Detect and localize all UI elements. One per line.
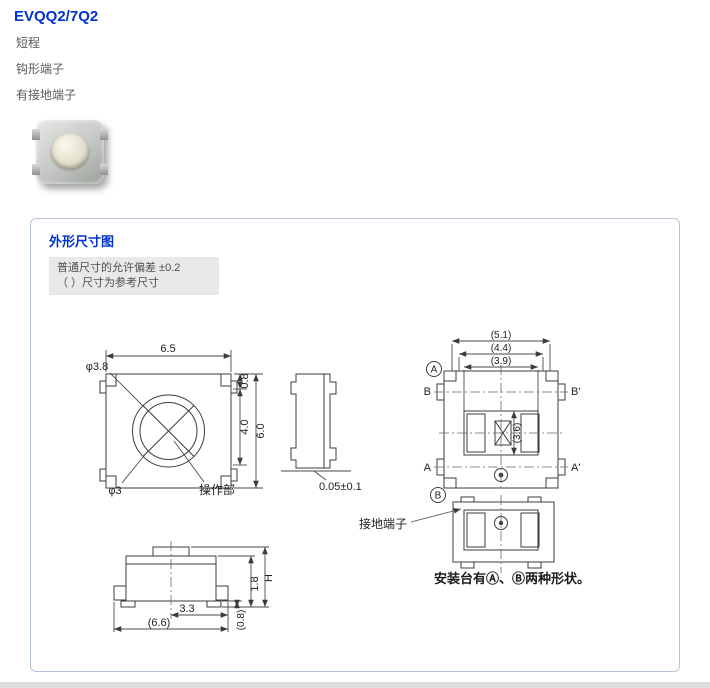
dim-height-inner: (3.6) [512,423,523,444]
dim-foot-height: (0.8) [236,610,247,631]
dim-width-inner: (3.9) [491,356,512,367]
shape-b-marker-icon: B [435,491,442,502]
dim-top-height: 6.0 [255,423,267,438]
dim-standoff: 0.05±0.1 [319,481,362,493]
switch-terminal [100,164,108,175]
dim-top-width: 6.5 [160,343,175,355]
dim-top-offset: 0.8 [239,373,251,388]
switch-body [32,120,108,184]
product-photo [28,110,112,194]
bottom-divider [0,682,710,688]
bottom-view-a-dimensions: (5.1) (4.4) (3.9) (3.6) A B B' A A' [424,330,581,474]
dim-half-width: 3.3 [179,603,194,615]
front-view [113,541,229,619]
shape-a-marker-icon: A [431,365,438,376]
side-view: 0.05±0.1 [281,373,362,493]
section-heading: 外形尺寸图 [49,234,115,249]
section-label-b-prime: B' [571,386,580,398]
tolerance-note: 普通尺寸的允许偏差 ±0.2 （ ）尺寸为参考尺寸 [49,257,219,295]
top-view [99,373,238,489]
switch-terminal [100,129,108,140]
dim-width-mid: (4.4) [491,343,512,354]
dim-inner-diameter: φ3 [108,485,121,497]
section-label-a: A [424,462,432,474]
section-label-a-prime: A' [571,462,580,474]
tolerance-note-line1: 普通尺寸的允许偏差 ±0.2 [57,262,181,274]
feature-hook-terminal: 钩形端子 [16,62,65,76]
dim-total-height: H [263,574,275,582]
dim-width-outer: (5.1) [491,330,512,341]
feature-short-travel: 短程 [16,36,41,50]
switch-terminal [32,164,40,175]
dim-button-diameter: φ3.8 [86,361,108,373]
front-view-dimensions: 3.3 (6.6) (0.8) 1.8 H [113,546,275,632]
bottom-view-a [434,365,568,491]
dim-full-width: (6.6) [148,617,171,629]
page-title: EVQQ2/7Q2 [14,8,99,25]
operation-part-label: 操作部 [199,482,235,497]
feature-ground-terminal: 有接地端子 [16,88,77,102]
mount-shapes-note: 安装台有Ⓐ、Ⓑ两种形状。 [434,571,590,586]
dimension-drawing: 6.5 φ3.8 0.8 4.0 6.0 φ3 操作部 [86,330,590,632]
tolerance-note-line2: （ ）尺寸为参考尺寸 [57,277,160,289]
top-view-dimensions: 6.5 φ3.8 0.8 4.0 6.0 φ3 操作部 [86,343,267,497]
ground-terminal-label: 接地端子 [359,516,407,531]
dim-mid-span: 4.0 [239,419,251,434]
bottom-view-b: B 接地端子 [359,487,555,573]
dim-body-height: 1.8 [249,576,261,591]
switch-button [51,133,89,170]
outline-dimensions-panel: 外形尺寸图 普通尺寸的允许偏差 ±0.2 （ ）尺寸为参考尺寸 [30,218,680,672]
switch-terminal [32,129,40,140]
section-label-b: B [424,386,431,398]
